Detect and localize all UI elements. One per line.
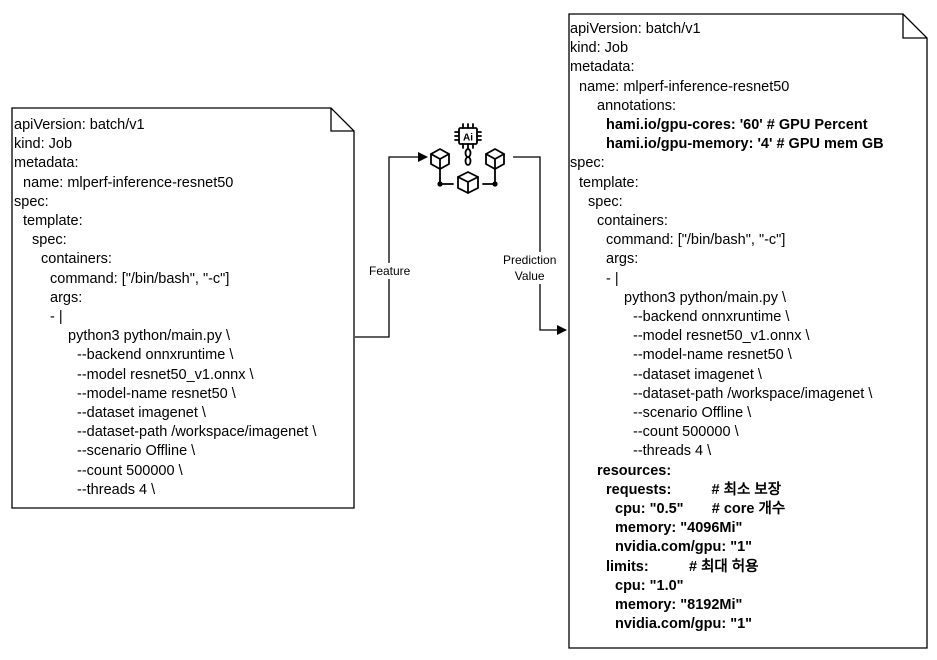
input_doc-line: template: bbox=[23, 213, 83, 230]
output_doc-line: --dataset-path /workspace/imagenet \ bbox=[633, 385, 873, 402]
input_doc-line: --model-name resnet50 \ bbox=[77, 385, 236, 402]
input_doc-line: command: ["/bin/bash", "-c"] bbox=[50, 270, 230, 287]
input_doc-line: --scenario Offline \ bbox=[77, 443, 196, 460]
input_doc-line: name: mlperf-inference-resnet50 bbox=[23, 174, 234, 191]
output_doc-line: nvidia.com/gpu: "1" bbox=[615, 539, 753, 556]
output_doc-line: --threads 4 \ bbox=[633, 443, 712, 460]
input_doc-line: --count 500000 \ bbox=[77, 462, 183, 479]
input-job-document: apiVersion: batch/v1 kind: Job metadata: na… bbox=[11, 107, 355, 509]
output_doc-line: args: bbox=[606, 251, 639, 268]
input-yaml-lines: apiVersion: batch/v1 kind: Job metadata: na… bbox=[14, 116, 316, 500]
input_doc-line: spec: bbox=[14, 193, 49, 210]
output-job-document: apiVersion: batch/v1 kind: Job metadata: na… bbox=[568, 13, 928, 649]
input_doc-line: --dataset imagenet \ bbox=[77, 405, 206, 422]
output_doc-line: cpu: "1.0" bbox=[615, 577, 684, 594]
output_doc-line: name: mlperf-inference-resnet50 bbox=[579, 78, 790, 95]
output_doc-line: memory: "4096Mi" bbox=[615, 520, 743, 537]
output_doc-line: memory: "8192Mi" bbox=[615, 597, 743, 614]
output_doc-line: --scenario Offline \ bbox=[633, 405, 752, 422]
prediction-edge-label-line2: Value bbox=[514, 269, 545, 283]
output_doc-line: requests: # 최소 보장 bbox=[606, 481, 782, 498]
input_doc-line: kind: Job bbox=[14, 136, 73, 153]
output_doc-line: python3 python/main.py \ bbox=[624, 289, 787, 306]
output_doc-line: resources: bbox=[597, 462, 672, 479]
output_doc-line: hami.io/gpu-cores: '60' # GPU Percent bbox=[606, 117, 868, 134]
output_doc-line: --model resnet50_v1.onnx \ bbox=[633, 328, 810, 345]
output_doc-line: annotations: bbox=[597, 97, 677, 114]
input_doc-line: - | bbox=[50, 309, 63, 326]
document-shape bbox=[568, 13, 928, 649]
feature-arrow bbox=[355, 152, 428, 338]
prediction-edge-label-line1: Prediction bbox=[503, 253, 557, 267]
input_doc-line: containers: bbox=[41, 251, 112, 268]
feature-edge-label: Feature bbox=[369, 263, 411, 279]
output_doc-line: - | bbox=[606, 270, 619, 287]
svg-text:Ai: Ai bbox=[463, 133, 473, 144]
input_doc-line: --backend onnxruntime \ bbox=[77, 347, 234, 364]
input_doc-line: args: bbox=[50, 289, 83, 306]
output_doc-line: template: bbox=[579, 174, 639, 191]
output_doc-line: kind: Job bbox=[570, 40, 629, 57]
output_doc-line: spec: bbox=[588, 193, 623, 210]
output_doc-line: limits: # 최대 허용 bbox=[606, 558, 759, 575]
output_doc-line: containers: bbox=[597, 213, 668, 230]
prediction-edge-label: Prediction Value bbox=[503, 252, 557, 284]
output-yaml-lines: apiVersion: batch/v1 kind: Job metadata: na… bbox=[570, 20, 884, 635]
input_doc-line: python3 python/main.py \ bbox=[68, 328, 231, 345]
input_doc-line: --threads 4 \ bbox=[77, 481, 156, 498]
input_doc-line: metadata: bbox=[14, 155, 79, 172]
output_doc-line: --backend onnxruntime \ bbox=[633, 309, 790, 326]
output_doc-line: --count 500000 \ bbox=[633, 424, 739, 441]
output_doc-line: metadata: bbox=[570, 59, 635, 76]
output_doc-line: hami.io/gpu-memory: '4' # GPU mem GB bbox=[606, 136, 884, 153]
input_doc-line: spec: bbox=[32, 232, 67, 249]
output_doc-line: apiVersion: batch/v1 bbox=[570, 21, 701, 37]
document-shape bbox=[11, 107, 355, 509]
output_doc-line: cpu: "0.5" # core 개수 bbox=[615, 501, 786, 518]
output_doc-line: --model-name resnet50 \ bbox=[633, 347, 792, 364]
input_doc-line: --dataset-path /workspace/imagenet \ bbox=[77, 424, 317, 441]
output_doc-line: spec: bbox=[570, 155, 605, 172]
ai-model-network-icon: Ai bbox=[430, 123, 505, 194]
input_doc-line: apiVersion: batch/v1 bbox=[14, 117, 145, 133]
input_doc-line: --model resnet50_v1.onnx \ bbox=[77, 366, 254, 383]
output_doc-line: command: ["/bin/bash", "-c"] bbox=[606, 232, 786, 249]
output_doc-line: nvidia.com/gpu: "1" bbox=[615, 616, 753, 633]
output_doc-line: --dataset imagenet \ bbox=[633, 366, 762, 383]
prediction-arrow bbox=[513, 156, 567, 335]
